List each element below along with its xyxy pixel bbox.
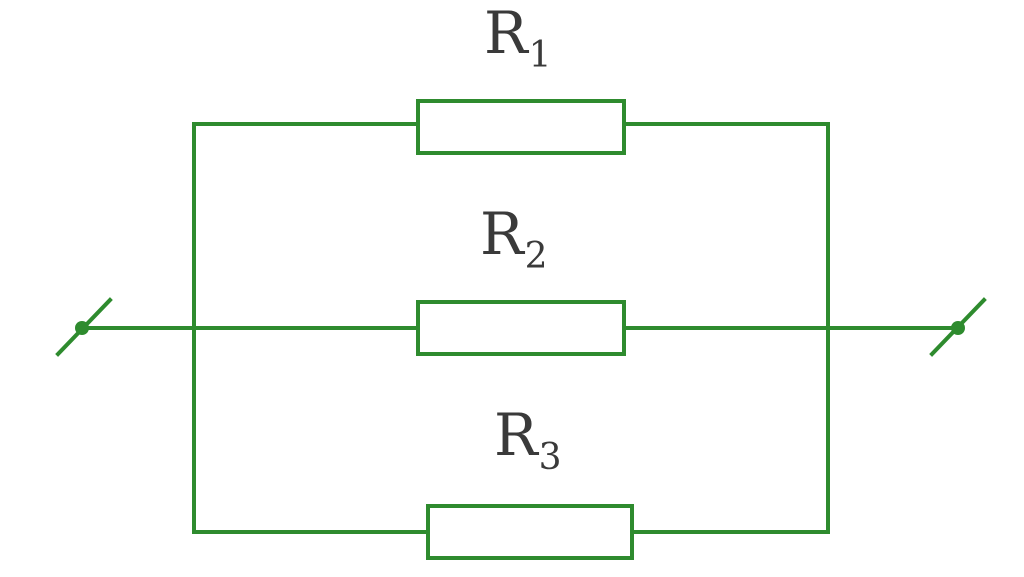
- right-terminal-dot: [951, 321, 965, 335]
- resistor-label-r3-subscript: 3: [538, 437, 562, 478]
- resistor-r1: [416, 99, 626, 155]
- resistor-label-r1-letter: R: [484, 0, 528, 67]
- left-terminal-dot: [75, 321, 89, 335]
- resistor-label-r2: R2: [480, 205, 548, 275]
- resistor-label-r1-subscript: 1: [528, 35, 552, 76]
- resistor-r3: [426, 504, 634, 560]
- resistor-label-r3: R3: [494, 406, 562, 476]
- resistor-label-r2-letter: R: [480, 200, 524, 268]
- resistor-r2: [416, 300, 626, 356]
- resistor-label-r3-letter: R: [494, 401, 538, 469]
- resistor-label-r2-subscript: 2: [524, 236, 548, 277]
- resistor-label-r1: R1: [484, 4, 552, 74]
